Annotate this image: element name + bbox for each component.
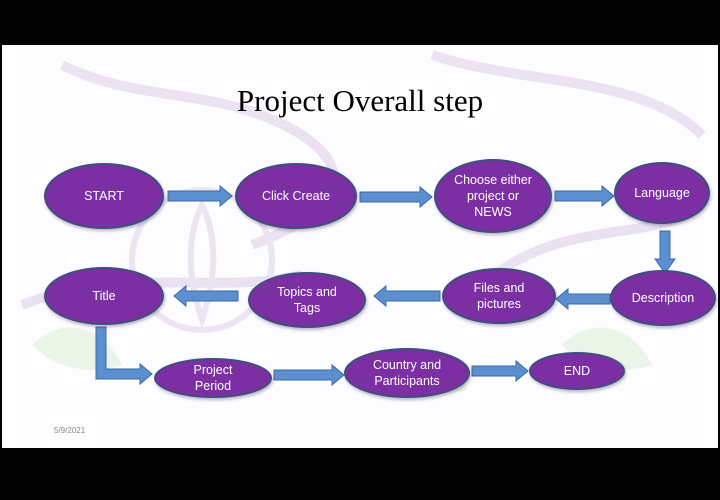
arrow-period-to-country xyxy=(273,363,345,387)
arrow-topics-to-title xyxy=(173,284,239,308)
node-description: Description xyxy=(610,270,716,326)
arrow-language-to-description xyxy=(654,230,676,274)
node-end: END xyxy=(529,352,625,390)
node-language: Language xyxy=(614,162,710,224)
slide-date: 5/9/2021 xyxy=(54,426,86,435)
node-files-and-pictures: Files and pictures xyxy=(442,268,556,324)
flow-arrows xyxy=(95,184,676,387)
node-start: START xyxy=(44,163,164,229)
arrow-description-to-files xyxy=(555,287,611,311)
arrow-create-to-choose xyxy=(359,185,433,209)
node-project-period: Project Period xyxy=(154,358,272,398)
arrow-title-to-period xyxy=(95,326,153,386)
node-country-and-participants: Country and Participants xyxy=(344,348,470,398)
slide: Project Overall step START Click Create … xyxy=(2,45,718,448)
arrow-country-to-end xyxy=(471,359,529,383)
arrow-start-to-create xyxy=(167,184,233,208)
node-topics-and-tags: Topics and Tags xyxy=(248,272,366,328)
node-title: Title xyxy=(44,267,164,325)
node-choose-project-or-news: Choose either project or NEWS xyxy=(434,159,552,233)
slide-title: Project Overall step xyxy=(236,83,484,118)
arrow-files-to-topics xyxy=(373,284,441,308)
node-click-create: Click Create xyxy=(235,163,357,229)
arrow-choose-to-language xyxy=(554,184,615,208)
